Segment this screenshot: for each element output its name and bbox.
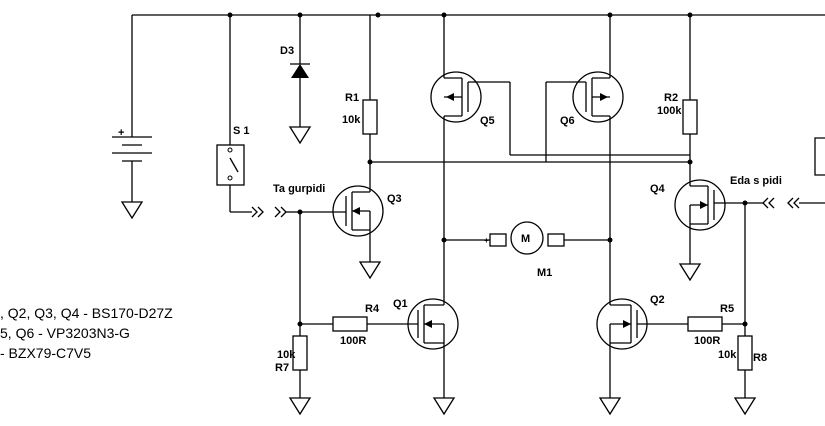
- r8-label: R8: [753, 352, 767, 364]
- transistor-q4: Q4: [650, 162, 763, 282]
- transistor-q5: Q5: [430, 15, 510, 240]
- motor-m1: M + M1: [441, 221, 613, 279]
- q5-label: Q5: [480, 115, 495, 127]
- motor-plus: +: [484, 236, 489, 245]
- resistor-r2: R2 100k: [657, 15, 698, 162]
- q1-label: Q1: [393, 298, 408, 310]
- parts-notes: , Q2, Q3, Q4 - BS170-D27Z 5, Q6 - VP3203…: [0, 305, 173, 361]
- m1-label: M1: [537, 267, 552, 279]
- resistor-r4: R4 100R: [300, 303, 418, 347]
- r1-label: R1: [345, 92, 359, 104]
- d3-label: D3: [280, 45, 294, 57]
- note-line-2: 5, Q6 - VP3203N3-G: [0, 325, 130, 341]
- r1-value: 10k: [342, 114, 361, 126]
- battery: +: [112, 15, 152, 202]
- r8-value: 10k: [718, 349, 737, 361]
- tagurpidi-label: Ta gurpidi: [273, 183, 325, 195]
- motor-symbol: M: [521, 233, 530, 245]
- resistor-r1: R1 10k: [342, 15, 378, 180]
- note-line-1: , Q2, Q3, Q4 - BS170-D27Z: [0, 305, 173, 321]
- offscreen-box: [814, 137, 825, 176]
- q3-label: Q3: [387, 193, 402, 205]
- switch-s1: S 1: [216, 15, 264, 218]
- s1-label: S 1: [233, 125, 250, 137]
- r5-value: 100R: [694, 335, 720, 347]
- note-line-3: - BZX79-C7V5: [0, 345, 91, 361]
- supply-rail: [132, 12, 825, 18]
- r4-label: R4: [365, 303, 380, 315]
- input-edaspidi: Eda s pidi: [730, 175, 825, 209]
- r7-value: 10k: [277, 349, 296, 361]
- resistor-r5: R5 100R: [637, 303, 748, 347]
- input-tagurpidi: Ta gurpidi: [273, 183, 325, 218]
- transistor-q1: Q1: [393, 240, 459, 416]
- resistor-r8: 10k R8: [718, 203, 767, 416]
- r4-value: 100R: [340, 335, 366, 347]
- resistor-r7: 10k R7: [275, 212, 312, 416]
- transistor-q6: Q6: [546, 15, 624, 240]
- r7-label: R7: [275, 362, 289, 374]
- gate-crossing: [509, 82, 690, 162]
- r2-label: R2: [664, 92, 678, 104]
- r2-value: 100k: [657, 105, 682, 117]
- r5-label: R5: [720, 303, 734, 315]
- edaspidi-label: Eda s pidi: [730, 175, 782, 187]
- diode-d3: D3: [280, 15, 312, 145]
- transistor-q3: Q3: [300, 180, 402, 280]
- ground-battery: [120, 201, 144, 220]
- q6-label: Q6: [560, 115, 575, 127]
- q2-label: Q2: [650, 294, 665, 306]
- battery-plus-label: +: [118, 127, 124, 139]
- transistor-q2: Q2: [596, 240, 665, 416]
- q4-label: Q4: [650, 183, 666, 195]
